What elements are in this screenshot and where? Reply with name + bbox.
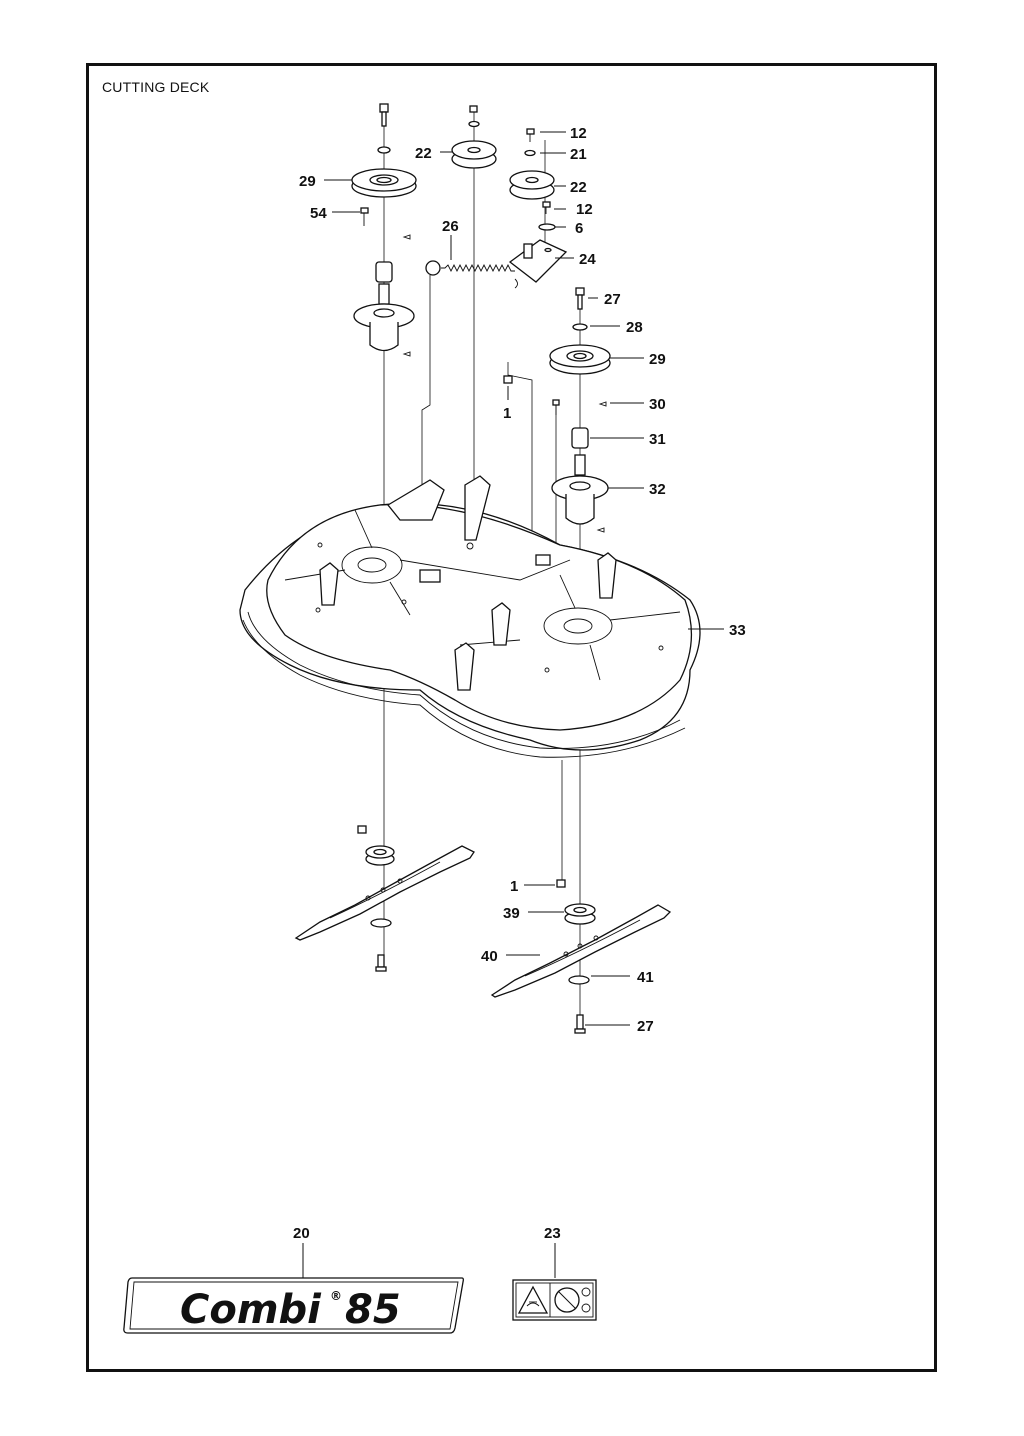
- screw-54: [360, 207, 369, 226]
- left-blade-adapter: [365, 845, 395, 866]
- callout-22: 22: [570, 179, 587, 196]
- bolt-12a: [526, 128, 535, 142]
- decal-brand-text: Combi: [180, 1287, 322, 1333]
- callout-6: 6: [575, 220, 583, 237]
- blade-bolt-27b: [574, 1014, 586, 1034]
- callout-29: 29: [649, 351, 666, 368]
- right-pulley-29: [549, 344, 611, 375]
- blade-40: [490, 904, 672, 998]
- decal-combi-85: Combi ® 85: [123, 1277, 464, 1334]
- callout-33: 33: [729, 622, 746, 639]
- callout-31: 31: [649, 431, 666, 448]
- idler-bolt-top: [468, 105, 480, 128]
- washer-6: [538, 223, 556, 231]
- idler-bracket-24: [508, 239, 568, 283]
- left-washer: [377, 146, 391, 154]
- diagram-frame: [86, 63, 937, 1372]
- decal-registered-mark: ®: [330, 1289, 342, 1303]
- left-blade: [294, 845, 475, 941]
- callout-27: 27: [604, 291, 621, 308]
- blade-washer-41: [568, 975, 590, 985]
- idler-pulley-22a: [451, 140, 497, 169]
- nut-1b: [556, 879, 566, 888]
- callout-54: 54: [310, 205, 327, 222]
- key-lower-right: [596, 527, 605, 533]
- callout-labels: 12 21 22 22 29 54 12 6 26 24 27 28 29 1 …: [293, 125, 746, 1242]
- page-title: CUTTING DECK: [102, 79, 210, 95]
- left-pulley-bolt: [379, 103, 389, 127]
- callout-30: 30: [649, 396, 666, 413]
- bolt-27a: [575, 287, 585, 310]
- bushing-31: [571, 427, 589, 449]
- callout-23: 23: [544, 1225, 561, 1242]
- leader-lines: [302, 131, 724, 1278]
- idler-pulley-22b: [509, 170, 555, 200]
- callout-12: 12: [576, 201, 593, 218]
- callout-28: 28: [626, 319, 643, 336]
- spindle-housing-32: [551, 454, 609, 525]
- cutting-deck-33: [239, 475, 701, 758]
- left-blade-washer: [370, 918, 392, 928]
- nut-1a: [503, 375, 513, 384]
- callout-1: 1: [510, 878, 518, 895]
- left-spindle-housing: [353, 283, 415, 352]
- callout-21: 21: [570, 146, 587, 163]
- callout-27: 27: [637, 1018, 654, 1035]
- callout-1: 1: [503, 405, 511, 422]
- washer-21: [524, 149, 536, 157]
- callout-41: 41: [637, 969, 654, 986]
- callout-29: 29: [299, 173, 316, 190]
- left-bushing: [375, 261, 393, 283]
- callout-24: 24: [579, 251, 596, 268]
- callout-40: 40: [481, 948, 498, 965]
- blade-warning-icon: [517, 1285, 549, 1314]
- left-blade-bolt: [375, 954, 387, 972]
- left-key-lower: [402, 351, 411, 357]
- callout-39: 39: [503, 905, 520, 922]
- no-hands-icon: [554, 1287, 591, 1313]
- callout-20: 20: [293, 1225, 310, 1242]
- callout-12: 12: [570, 125, 587, 142]
- washer-28: [572, 323, 588, 331]
- decal-model-text: 85: [345, 1287, 401, 1333]
- callout-32: 32: [649, 481, 666, 498]
- left-nut: [357, 825, 367, 834]
- left-pulley-29: [351, 168, 417, 198]
- blade-adapter-39: [564, 903, 596, 925]
- left-key: [402, 234, 411, 240]
- bolt-12b: [542, 201, 551, 214]
- key-30: [598, 401, 607, 407]
- callout-22: 22: [415, 145, 432, 162]
- callout-26: 26: [442, 218, 459, 235]
- stud-small: [552, 399, 560, 415]
- warning-decal: [512, 1279, 597, 1321]
- tension-spring-26: [425, 260, 518, 289]
